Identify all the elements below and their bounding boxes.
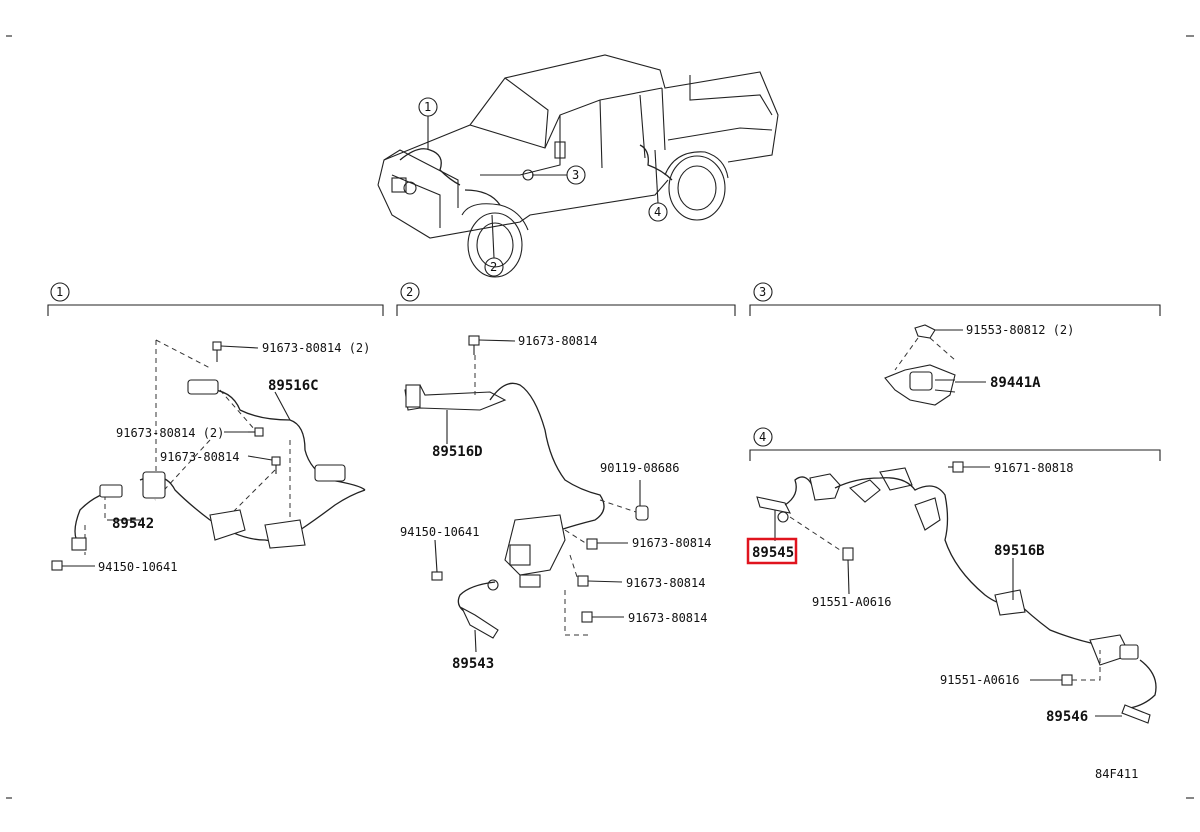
bolt-icon: [271, 456, 281, 474]
bolt-icon: [577, 575, 589, 587]
part-label-91673-80814-b: 91673-80814: [632, 536, 711, 550]
overview-callouts: 1 3 2 4: [418, 97, 668, 277]
part-label-89543: 89543: [452, 656, 494, 672]
part-label-91673-80814: 91673-80814: [160, 450, 239, 464]
part-label-91553-80812-2: 91553-80812 (2): [966, 323, 1074, 337]
crop-marks: [6, 35, 1194, 799]
section-1: 1 91673-80814 (2) 89516C 91673-8: [47, 282, 384, 574]
part-label-91673-80814-d: 91673-80814: [628, 611, 707, 625]
bolt-icon: [51, 560, 63, 571]
bolt-icon: [212, 341, 222, 362]
bolt-icon: [468, 335, 480, 355]
part-label-91551-A0616-b: 91551-A0616: [940, 673, 1019, 687]
bolt-icon: [635, 505, 649, 521]
callout-2-icon: [484, 257, 504, 277]
callout-4-icon: [648, 202, 668, 222]
part-label-90119-08686: 90119-08686: [600, 461, 679, 475]
bolt-icon: [431, 571, 443, 581]
part-label-89545[interactable]: 89545: [752, 545, 794, 561]
part-label-89546: 89546: [1046, 709, 1088, 725]
callout-1-number: 1: [424, 100, 431, 114]
section-2-badge-icon: [400, 282, 420, 302]
part-label-91673-80814-c: 91673-80814: [626, 576, 705, 590]
part-label-91673-80814-2: 91673-80814 (2): [262, 341, 370, 355]
section-3-badge-icon: [753, 282, 773, 302]
part-label-91671-80818: 91671-80818: [994, 461, 1073, 475]
section-4: 4 91671-80818 89545 89516B: [746, 427, 1161, 725]
figure-code: 84F411: [1095, 767, 1138, 781]
highlight-box: [746, 537, 798, 565]
callout-3-icon: [566, 165, 586, 185]
part-label-91673-80814-2b: 91673-80814 (2): [116, 426, 224, 440]
part-label-89516C: 89516C: [268, 378, 319, 394]
section-4-badge-icon: [753, 427, 773, 447]
section-1-badge-icon: [50, 282, 70, 302]
callout-2-number: 2: [490, 260, 497, 274]
callout-4-number: 4: [654, 205, 661, 219]
section-3: 3 91553-80812 (2) 89441A: [749, 282, 1161, 406]
part-label-89516B: 89516B: [994, 543, 1045, 559]
callout-1-icon: [418, 97, 438, 117]
part-label-89542: 89542: [112, 516, 154, 532]
clip-icon: [914, 324, 936, 339]
bolt-icon: [581, 611, 593, 623]
section-4-number: 4: [759, 430, 766, 444]
bolt-icon: [586, 538, 598, 550]
bolt-icon: [948, 461, 964, 473]
bolt-icon: [1061, 674, 1073, 686]
part-label-94150-10641-b: 94150-10641: [400, 525, 479, 539]
part-label-89441A: 89441A: [990, 375, 1041, 391]
truck-overview: [377, 54, 779, 278]
part-label-89516D: 89516D: [432, 444, 483, 460]
section-1-number: 1: [56, 285, 63, 299]
part-label-91551-A0616-a: 91551-A0616: [812, 595, 891, 609]
callout-3-number: 3: [572, 168, 579, 182]
section-2-number: 2: [406, 285, 413, 299]
section-2: 2 91673-80814 89516D 901: [396, 282, 736, 672]
part-label-94150-10641: 94150-10641: [98, 560, 177, 574]
section-3-number: 3: [759, 285, 766, 299]
bolt-icon: [842, 547, 854, 561]
part-label-91673-80814-a: 91673-80814: [518, 334, 597, 348]
